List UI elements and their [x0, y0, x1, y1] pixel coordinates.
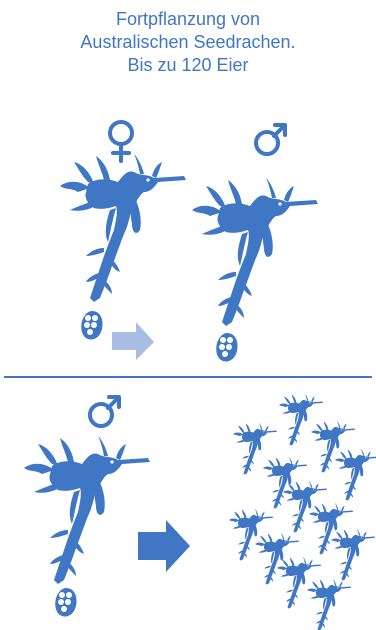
seadragon-male-bottom	[24, 436, 150, 584]
baby-seadragon	[279, 394, 323, 446]
baby-seadragon	[233, 423, 277, 475]
male-icon-top	[256, 125, 285, 154]
male-icon-bottom	[90, 397, 119, 426]
arrow-icon-light	[112, 322, 154, 360]
baby-seadragon	[331, 529, 375, 581]
egg-cluster-icon-male	[216, 333, 237, 362]
baby-seadragon	[307, 579, 351, 630]
egg-cluster-icon-bottom	[55, 588, 76, 617]
baby-seadragon	[255, 533, 299, 585]
female-icon	[110, 122, 132, 161]
offspring-cluster	[229, 394, 376, 630]
seadragon-female	[60, 154, 186, 302]
baby-seadragon	[335, 449, 376, 501]
baby-seadragon	[229, 509, 273, 561]
baby-seadragon	[277, 557, 321, 609]
baby-seadragon	[283, 481, 327, 533]
arrow-icon-dark	[138, 520, 190, 572]
egg-cluster-icon-female	[81, 311, 102, 340]
seadragon-male-top	[192, 178, 318, 326]
